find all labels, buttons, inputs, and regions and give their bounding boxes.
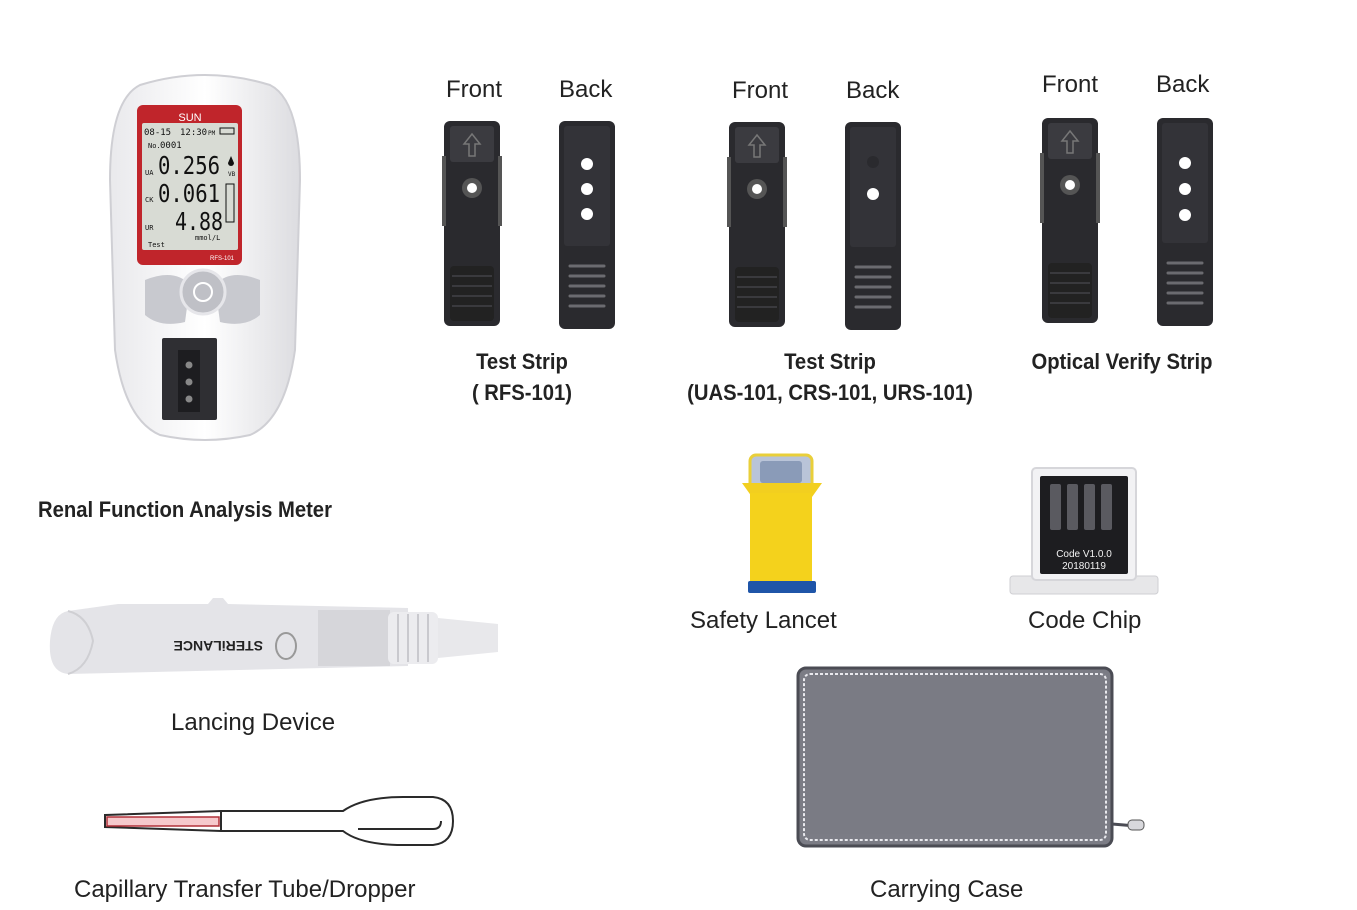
meter-model: RFS-101 <box>210 256 235 262</box>
meter-no-label: No. <box>148 142 161 150</box>
strip2-subtitle: (UAS-101, CRS-101, URS-101) <box>687 380 973 405</box>
strip3-back-image <box>1157 118 1213 326</box>
arrow-up-icon <box>1060 129 1080 154</box>
meter-ua-value: 0.256 <box>158 151 220 180</box>
strip2-title: Test Strip <box>784 349 876 374</box>
strip1-front-image <box>442 121 502 326</box>
power-button[interactable] <box>179 268 227 316</box>
meter-ampm: PM <box>208 130 216 137</box>
dropper-label: Capillary Transfer Tube/Dropper <box>74 876 416 903</box>
analysis-meter-image: SUN 08-15 12:30 PM No. 0001 UA 0.256 VB … <box>108 74 302 441</box>
strip3-back-label: Back <box>1156 71 1210 98</box>
code-chip-label: Code Chip <box>1028 607 1142 634</box>
strip3-front-image <box>1040 118 1100 323</box>
meter-ck-value: 0.061 <box>158 179 220 208</box>
strip3-front-label: Front <box>1042 71 1099 98</box>
meter-no-value: 0001 <box>160 141 182 151</box>
meter-ur-label: UR <box>145 224 154 232</box>
strip2-back-label: Back <box>846 77 900 104</box>
meter-ck-label: CK <box>145 196 154 204</box>
safety-lancet-label: Safety Lancet <box>690 607 837 634</box>
meter-date: 08-15 <box>144 128 171 138</box>
meter-test-label: Test <box>148 241 165 249</box>
code-chip-line2: 20180119 <box>1062 561 1106 572</box>
meter-unit: mmol/L <box>195 234 220 242</box>
strip2-front-label: Front <box>732 77 789 104</box>
meter-brand: SUN <box>178 112 201 124</box>
strip2-back-image <box>845 122 901 330</box>
strip2-front-image <box>727 122 787 327</box>
power-icon <box>193 282 213 302</box>
meter-time: 12:30 <box>180 128 207 138</box>
meter-label: Renal Function Analysis Meter <box>38 497 332 522</box>
strip1-subtitle: ( RFS-101) <box>471 380 573 405</box>
carrying-case-image <box>796 666 1145 848</box>
carrying-case-label: Carrying Case <box>870 876 1024 903</box>
arrow-up-icon <box>747 133 767 158</box>
zipper-pull-icon <box>1127 819 1145 831</box>
lancing-device-image: STERiLANCE <box>49 598 498 675</box>
strip1-back-image <box>559 121 615 329</box>
meter-right-button[interactable] <box>215 275 260 324</box>
level-indicator <box>225 183 235 223</box>
code-chip-image: Code V1.0.0 20180119 <box>1009 467 1159 595</box>
strip1-back-label: Back <box>559 76 613 103</box>
meter-ur-value: 4.88 <box>175 207 223 236</box>
lancing-brand-text: STERiLANCE <box>174 638 263 654</box>
meter-left-button[interactable] <box>145 275 190 324</box>
strip1-front-label: Front <box>446 76 503 103</box>
strip1-title: Test Strip <box>476 349 568 374</box>
drop-icon <box>228 156 234 166</box>
strip3-title: Optical Verify Strip <box>1031 349 1213 374</box>
arrow-up-icon <box>462 132 482 157</box>
dropper-image <box>104 796 455 846</box>
battery-icon <box>219 127 235 135</box>
safety-lancet-image <box>742 453 822 593</box>
lancing-device-label: Lancing Device <box>171 709 336 736</box>
meter-ua-label: UA <box>145 169 154 177</box>
code-chip-line1: Code V1.0.0 <box>1056 549 1112 560</box>
meter-vb-label: VB <box>228 171 236 178</box>
